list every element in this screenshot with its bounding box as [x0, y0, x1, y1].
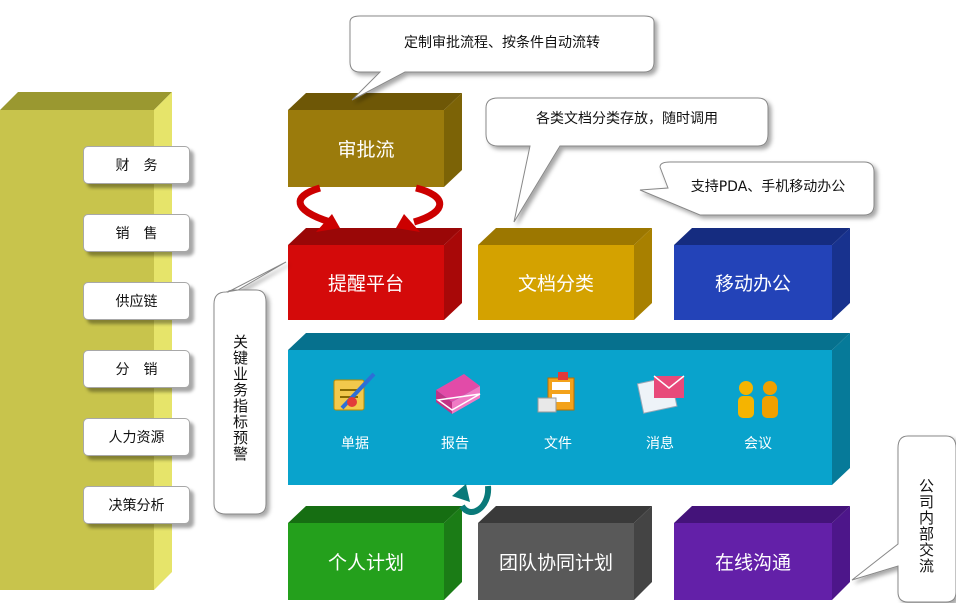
- doc-category-box: [478, 228, 652, 320]
- reminder-platform-box: [288, 228, 462, 320]
- mail-icon: [636, 375, 685, 414]
- online-comm-label: 在线沟通: [714, 552, 791, 574]
- reminder-platform-label: 提醒平台: [327, 273, 404, 295]
- mobile-office-box: [674, 228, 850, 320]
- form-pen-icon: [333, 372, 376, 411]
- file-folder-icon: [537, 372, 575, 413]
- docs-callout-text: 各类文档分类存放，随时调用: [536, 111, 718, 127]
- approval-callout-text: 定制审批流程、按条件自动流转: [404, 35, 600, 51]
- center-item-label: 文件: [544, 436, 572, 452]
- approval-flow-label: 审批流: [337, 139, 395, 161]
- side-item-distribution: 分 销: [83, 350, 190, 388]
- mobile-callout: [639, 161, 875, 216]
- center-item-label: 消息: [646, 436, 674, 452]
- internal-callout: [851, 435, 956, 603]
- mobile-callout-text: 支持PDA、手机移动办公: [690, 179, 846, 195]
- team-plan-label: 团队协同计划: [498, 552, 613, 574]
- center-item-label: 报告: [441, 436, 469, 452]
- side-item-decision: 决策分析: [83, 486, 190, 524]
- return-arrow: [452, 484, 492, 515]
- side-item-finance: 财 务: [83, 146, 190, 184]
- center-item-label: 单据: [341, 436, 369, 452]
- personal-plan-label: 个人计划: [327, 552, 404, 574]
- books-icon: [436, 374, 481, 414]
- side-item-hr: 人力资源: [83, 418, 190, 456]
- side-item-sales: 销 售: [83, 214, 190, 252]
- cycle-arrows: [296, 184, 444, 232]
- kpi-callout-text: 关键业务指标预警: [231, 334, 249, 462]
- docs-callout: [485, 97, 769, 223]
- side-item-supply-chain: 供应链: [83, 282, 190, 320]
- online-comm-box: [674, 506, 850, 600]
- internal-callout-text: 公司内部交流: [917, 478, 935, 574]
- doc-category-label: 文档分类: [517, 273, 594, 295]
- personal-plan-box: [288, 506, 462, 600]
- people-icon: [738, 381, 778, 418]
- kpi-callout: [213, 261, 287, 515]
- center-item-label: 会议: [744, 436, 772, 452]
- approval-callout: [349, 15, 655, 101]
- team-plan-box: [478, 506, 652, 600]
- approval-flow-box: [288, 93, 462, 187]
- mobile-office-label: 移动办公: [714, 273, 791, 295]
